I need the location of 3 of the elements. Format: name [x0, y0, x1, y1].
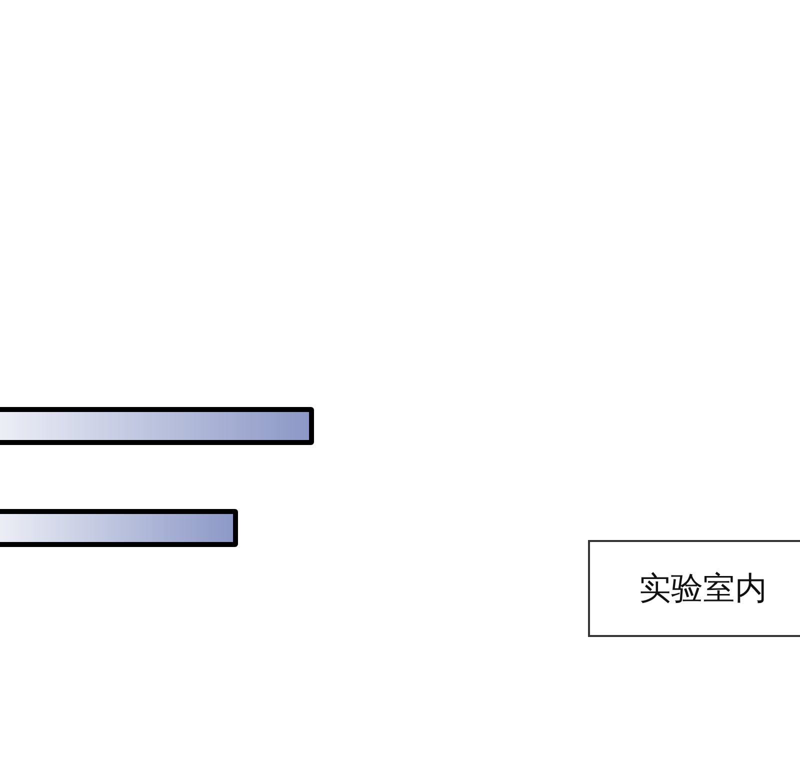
label-box: 实验室内	[588, 540, 800, 637]
gradient-bar	[0, 509, 238, 547]
gradient-bar	[0, 407, 314, 445]
